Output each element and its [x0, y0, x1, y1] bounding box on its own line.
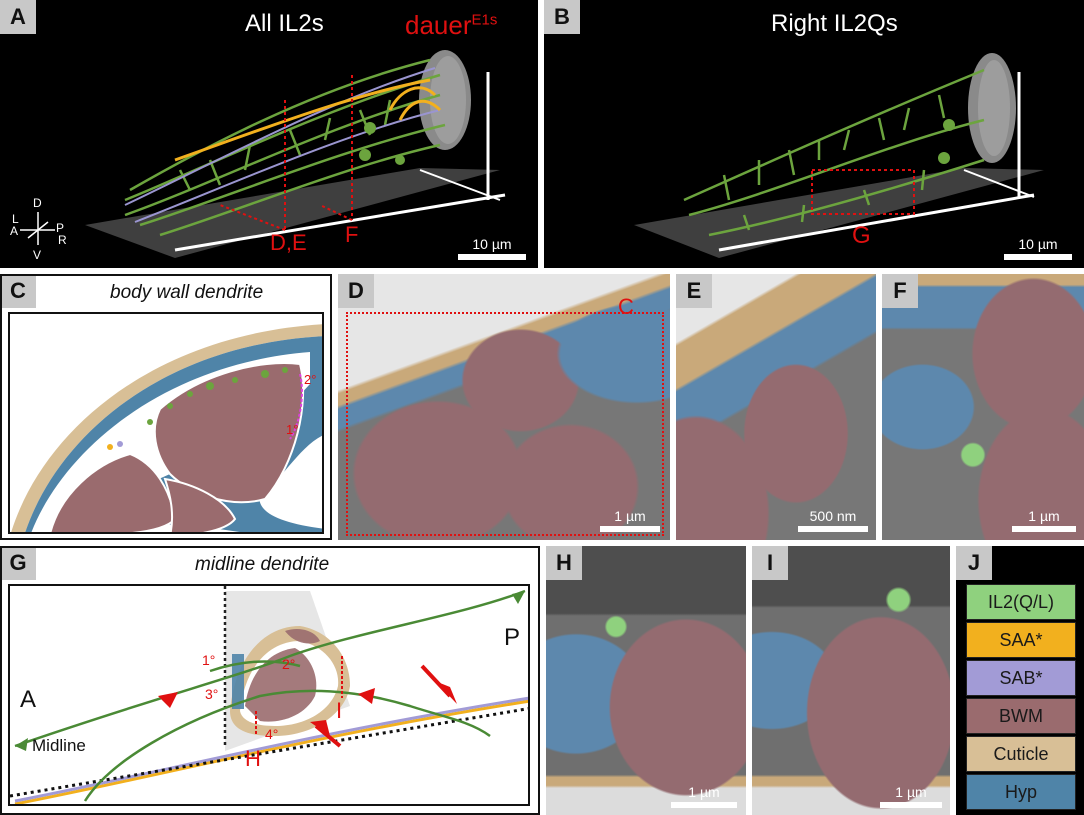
panel-b-title: Right IL2Qs	[771, 10, 898, 37]
compass-p: P	[56, 221, 65, 235]
scale-bar-f: 1 µm	[1012, 508, 1076, 532]
marker-de: D,E	[270, 230, 307, 255]
marker-f: F	[345, 222, 359, 247]
compass-r: R	[58, 233, 67, 247]
panel-label-j: J	[956, 546, 992, 580]
scale-bar-h: 1 µm	[671, 784, 737, 808]
panel-a-3d-render	[20, 50, 506, 258]
sab-line	[14, 696, 528, 803]
panel-a: A All IL2s dauerE1s	[0, 0, 538, 268]
g-deg-1: 1°	[202, 652, 216, 668]
panel-label-a: A	[0, 0, 36, 34]
compass-a: A	[10, 224, 19, 238]
floor-plane	[85, 168, 500, 258]
marker-g: G	[852, 222, 871, 249]
legend-item: Cuticle	[966, 736, 1076, 772]
label-midline: Midline	[32, 736, 86, 755]
panel-label-c: C	[2, 276, 36, 308]
em-micrograph-d	[338, 274, 670, 540]
midline-dotted	[10, 707, 528, 798]
panel-g-title: midline dendrite	[195, 554, 330, 575]
marker-i: I	[336, 698, 343, 723]
midline-schematic	[10, 586, 528, 804]
label-p: P	[504, 624, 521, 651]
em-micrograph-f	[882, 274, 1084, 540]
bwm-large	[153, 362, 305, 504]
panel-g: G midline dendrite	[0, 546, 540, 815]
compass-d: D	[33, 196, 42, 210]
strain-base: dauer	[405, 10, 472, 40]
marker-h: H	[245, 746, 261, 771]
deg-2: 2°	[304, 372, 317, 387]
axis-floor	[174, 193, 506, 252]
compass-l: L	[12, 212, 19, 226]
em-micrograph-h	[546, 546, 746, 815]
label-a: A	[20, 686, 37, 713]
arrowhead-2	[358, 688, 375, 704]
g-deg-4: 4°	[265, 726, 279, 742]
panel-label-h: H	[546, 546, 582, 580]
g-deg-2: 2°	[282, 656, 296, 672]
bwm-left	[49, 452, 177, 532]
panel-a-title: All IL2s	[245, 10, 324, 37]
legend-item: BWM	[966, 698, 1076, 734]
scale-bar-e: 500 nm	[798, 508, 868, 532]
floor-plane	[634, 168, 1044, 258]
panel-b: B Right IL2Qs G 10 µm	[544, 0, 1084, 268]
bwm-mid	[163, 477, 237, 532]
panel-f: F 1 µm	[882, 274, 1084, 540]
panel-label-f: F	[882, 274, 918, 308]
panel-label-b: B	[544, 0, 580, 34]
panel-label-e: E	[676, 274, 712, 308]
arrowhead-1	[158, 692, 178, 708]
compass-v: V	[33, 248, 42, 262]
cuticle	[11, 324, 322, 532]
schematic-frame: 2° 1°	[8, 312, 324, 534]
deg-1: 1°	[286, 422, 299, 437]
legend-item: IL2(Q/L)	[966, 584, 1076, 620]
legend-item: SAB*	[966, 660, 1076, 696]
scale-bar-b: 10 µm	[1004, 236, 1072, 260]
panel-h: H 1 µm	[546, 546, 746, 815]
panel-a-strain: dauerE1s	[405, 10, 497, 41]
schematic-frame-g: A P Midline 1° 2° 3° 4° H I	[8, 584, 530, 806]
panel-b-3d-render	[634, 53, 1044, 258]
panel-label-d: D	[338, 274, 374, 308]
body-wall-schematic	[11, 324, 322, 532]
panel-i: I 1 µm	[752, 546, 950, 815]
inset-label-c: C	[618, 294, 634, 319]
panel-e: E 500 nm	[676, 274, 876, 540]
panel-label-g: G	[2, 548, 36, 580]
inset-box-c	[346, 312, 664, 536]
em-micrograph-i	[752, 546, 950, 815]
panel-label-i: I	[752, 546, 788, 580]
em-micrograph-e	[676, 274, 876, 540]
panel-c-title: body wall dendrite	[110, 282, 264, 303]
panel-d: D C 1 µm	[338, 274, 670, 540]
compass-icon	[20, 212, 55, 245]
panel-c: C body wall dendrite 2° 1°	[0, 274, 332, 540]
inset-box-g	[811, 169, 915, 215]
scale-bar-i: 1 µm	[880, 784, 942, 808]
scale-bar-a: 10 µm	[458, 236, 526, 260]
legend-item: SAA*	[966, 622, 1076, 658]
strain-sup: E1s	[471, 11, 498, 29]
g-deg-3: 3°	[205, 686, 219, 702]
scale-bar-d: 1 µm	[600, 508, 660, 532]
legend-item: Hyp	[966, 774, 1076, 810]
